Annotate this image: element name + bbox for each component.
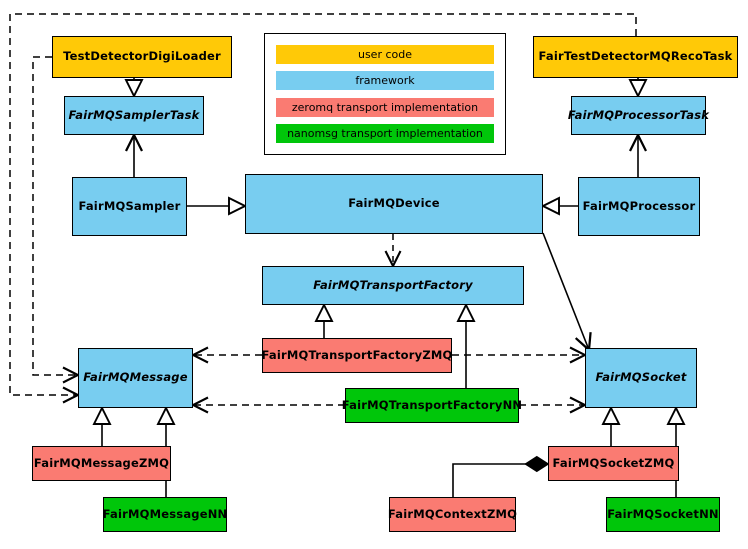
class-box-fairmqmessagezmq[interactable]: FairMQMessageZMQ [32,446,171,481]
class-label: FairMQSampler [78,198,181,213]
legend-label: zeromq transport implementation [291,100,479,114]
legend-item-user-code: user code [276,44,494,64]
class-label: FairMQTransportFactoryZMQ [261,347,453,362]
class-label: FairMQMessage [83,370,188,385]
class-label: FairMQMessageZMQ [33,455,170,470]
class-box-fairmqtransportfactory[interactable]: FairMQTransportFactory [262,266,524,305]
class-label: FairMQTransportFactory [313,277,473,292]
class-box-fairmqdevice[interactable]: FairMQDevice [245,174,543,234]
legend-label: framework [355,74,415,88]
class-label: FairMQContextZMQ [387,506,518,521]
legend-label: nanomsg transport implementation [287,127,483,141]
class-label: FairMQSamplerTask [68,107,200,122]
class-box-fairmqsampler[interactable]: FairMQSampler [72,177,187,236]
class-box-fairmqsocket[interactable]: FairMQSocket [585,348,697,408]
class-box-fairmqsocketnn[interactable]: FairMQSocketNN [606,497,720,532]
class-box-testdetectordigiloader[interactable]: TestDetectorDigiLoader [52,36,232,78]
edge-fairmqdevice-fairmqsocket [542,232,589,350]
class-box-fairmqprocessortask[interactable]: FairMQProcessorTask [567,96,710,135]
edge-fairmqcontextzmq-fairmqsocketzmq [452,455,550,497]
class-label: FairMQSocketZMQ [552,455,675,470]
class-box-fairmqmessage[interactable]: FairMQMessage [78,348,193,408]
class-label: FairMQMessageNN [102,506,228,521]
class-label: TestDetectorDigiLoader [63,49,221,64]
class-box-fairmqsocketzmq[interactable]: FairMQSocketZMQ [548,446,679,481]
class-box-fairmqtransportfactorynn[interactable]: FairMQTransportFactoryNN [342,388,522,423]
class-box-fairmqcontextzmq[interactable]: FairMQContextZMQ [387,497,518,532]
class-label: FairMQSocketNN [607,506,719,521]
class-label: FairMQProcessorTask [567,107,710,122]
class-box-fairmqprocessor[interactable]: FairMQProcessor [578,177,700,236]
class-label: FairMQSocket [595,370,687,385]
class-box-fairmqtransportfactoryzmq[interactable]: FairMQTransportFactoryZMQ [262,338,452,373]
legend-item-framework: framework [276,71,494,91]
legend-item-nanomsg: nanomsg transport implementation [276,124,494,144]
class-label: FairMQDevice [348,196,440,211]
class-box-fairmqmessagenn[interactable]: FairMQMessageNN [103,497,227,532]
legend-item-zeromq: zeromq transport implementation [276,97,494,117]
legend: user code framework zeromq transport imp… [264,33,506,155]
class-label: FairTestDetectorMQRecoTask [538,49,733,64]
class-box-fairtestdetectormqrecotask[interactable]: FairTestDetectorMQRecoTask [533,36,738,78]
class-label: FairMQProcessor [582,198,696,213]
class-label: FairMQTransportFactoryNN [341,397,523,412]
legend-label: user code [357,47,413,61]
class-box-fairmqsamplertask[interactable]: FairMQSamplerTask [64,96,204,135]
